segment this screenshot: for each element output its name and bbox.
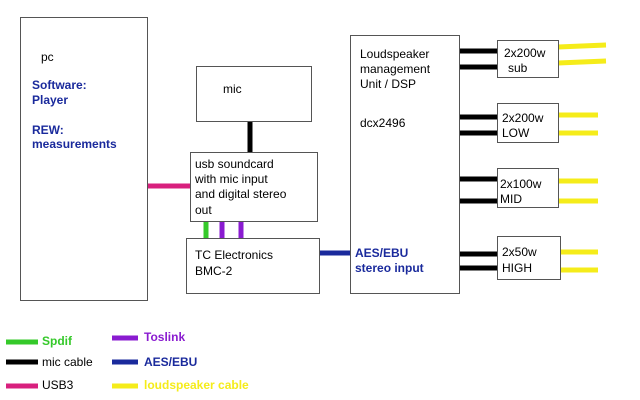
amp-mid-box: 2x100w MID xyxy=(497,168,559,208)
software-label: Software: xyxy=(32,78,87,92)
dsp-line-1: Loudspeaker xyxy=(360,47,430,61)
legend-spdif-label: Spdif xyxy=(42,334,72,348)
amp-high-box: 2x50w HIGH xyxy=(497,236,561,280)
amp-sub-band: sub xyxy=(508,61,528,75)
dsp-line-3: Unit / DSP xyxy=(360,77,417,91)
amp-high-power: 2x50w xyxy=(502,245,537,259)
sub-speaker-1 xyxy=(557,42,607,50)
software-value: Player xyxy=(32,93,69,107)
legend-loudspeaker-label: loudspeaker cable xyxy=(144,378,249,392)
soundcard-line-1: usb soundcard xyxy=(195,157,274,171)
dsp-model: dcx2496 xyxy=(360,116,406,130)
mic-box: mic xyxy=(196,66,312,122)
soundcard-box: usb soundcard with mic input and digital… xyxy=(190,152,318,222)
amp-sub-box: 2x200w sub xyxy=(497,40,559,78)
amp-sub-power: 2x200w xyxy=(504,46,546,60)
tc-electronics-box: TC Electronics BMC-2 xyxy=(186,238,320,294)
amp-low-band: LOW xyxy=(502,126,530,140)
soundcard-line-2: with mic input xyxy=(195,172,268,186)
soundcard-line-4: out xyxy=(195,203,212,217)
amp-high-band: HIGH xyxy=(502,261,532,275)
pc-title: pc xyxy=(41,50,54,64)
amp-low-power: 2x200w xyxy=(502,111,544,125)
tc-line-2: BMC-2 xyxy=(195,264,233,278)
tc-line-1: TC Electronics xyxy=(195,248,274,262)
amp-mid-power: 2x100w xyxy=(500,177,542,191)
rew-label: REW: xyxy=(32,123,64,137)
mic-label: mic xyxy=(223,82,242,96)
legend-aes-ebu-label: AES/EBU xyxy=(144,355,198,369)
soundcard-line-3: and digital stereo xyxy=(195,187,287,201)
sub-speaker-2 xyxy=(557,58,607,66)
legend-toslink-label: Toslink xyxy=(144,330,186,344)
dsp-input-line-1: AES/EBU xyxy=(355,246,409,260)
amp-mid-band: MID xyxy=(500,192,522,206)
dsp-line-2: management xyxy=(360,62,431,76)
dsp-box: Loudspeaker management Unit / DSP dcx249… xyxy=(350,35,460,294)
legend-usb3-label: USB3 xyxy=(42,378,74,392)
pc-box: pc Software: Player REW: measurements xyxy=(20,17,148,301)
amp-low-box: 2x200w LOW xyxy=(497,103,559,143)
rew-value: measurements xyxy=(32,137,117,151)
legend-mic-cable-label: mic cable xyxy=(42,355,93,369)
dsp-input-line-2: stereo input xyxy=(355,261,424,275)
